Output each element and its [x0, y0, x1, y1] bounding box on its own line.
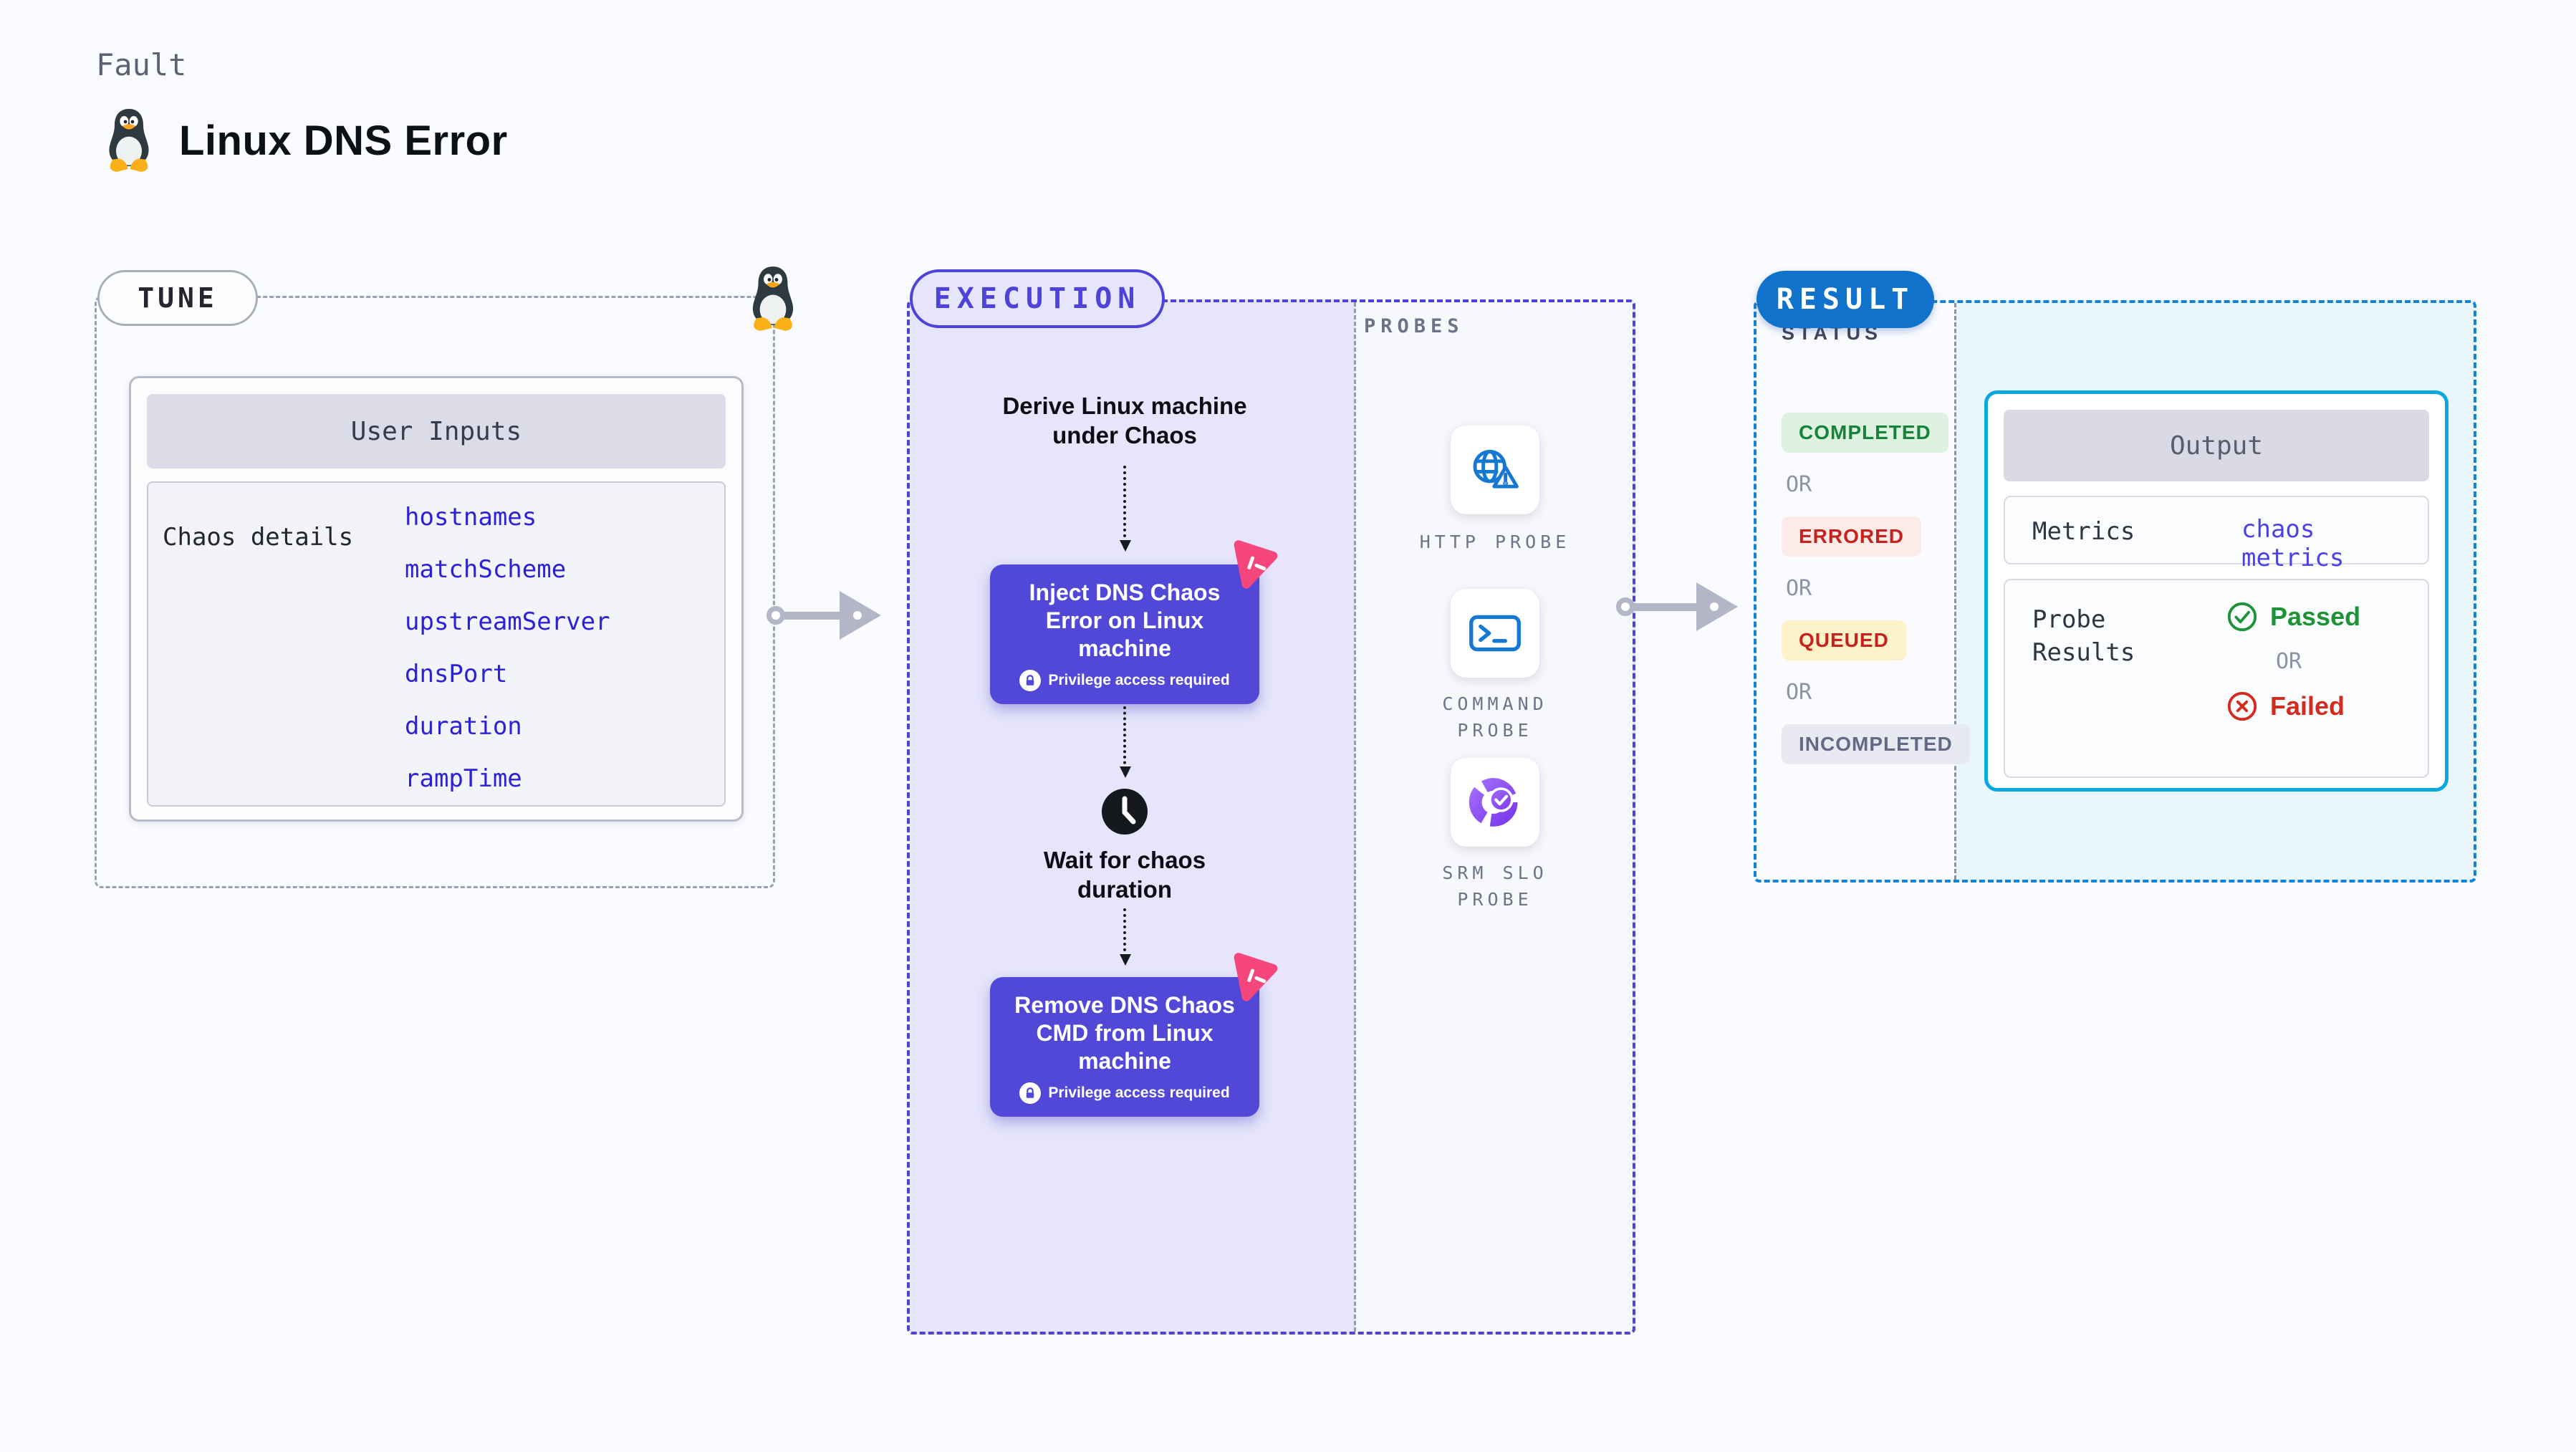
flow-arrow-down-icon — [1120, 466, 1131, 552]
status-badge: COMPLETED — [1782, 413, 1948, 453]
wait-step-text: Wait for chaos duration — [1043, 847, 1206, 903]
http-probe-card — [1451, 425, 1539, 514]
srm-slo-probe-card — [1451, 758, 1539, 847]
passed-verdict: Passed — [2226, 600, 2360, 633]
user-inputs-card: User Inputs Chaos details hostnames matc… — [129, 376, 744, 822]
lock-icon — [1019, 670, 1042, 691]
lock-icon — [1019, 1082, 1042, 1104]
status-list: COMPLETED OR ERRORED OR QUEUED OR INCOMP… — [1782, 413, 1970, 764]
status-badge: ERRORED — [1782, 516, 1922, 557]
chaos-pinwheel-icon — [1234, 953, 1278, 1001]
clock-icon — [1102, 789, 1148, 835]
metrics-row: Metrics chaos metrics — [2004, 496, 2429, 572]
input-value: rampTime — [405, 764, 522, 793]
remove-node-title: Remove DNS Chaos CMD from Linux machine — [1014, 992, 1235, 1074]
privilege-row: Privilege access required — [1003, 1082, 1246, 1104]
output-title: Output — [2004, 410, 2429, 481]
probe-results-label: Probe Results — [2032, 605, 2135, 667]
input-value: dnsPort — [405, 660, 508, 688]
chaos-pinwheel-icon — [1234, 540, 1278, 589]
fault-kicker: Fault — [96, 47, 187, 82]
or-label: OR — [1786, 576, 1812, 601]
terminal-icon — [1469, 615, 1521, 652]
tux-linux-icon — [109, 109, 149, 172]
inject-chaos-node: Inject DNS Chaos Error on Linux machine … — [990, 540, 1278, 704]
globe-alert-icon — [1473, 449, 1519, 489]
or-label: OR — [1786, 472, 1812, 497]
status-output-divider — [1954, 303, 1956, 880]
input-value: hostnames — [405, 503, 537, 532]
result-section-label: RESULT — [1756, 271, 1934, 328]
input-value: upstreamServer — [405, 607, 610, 636]
command-probe-card — [1451, 589, 1539, 678]
x-circle-icon — [2227, 691, 2257, 721]
probe-results-row: Probe Results Passed OR Failed — [2004, 579, 2429, 778]
remove-chaos-node: Remove DNS Chaos CMD from Linux machine … — [990, 953, 1278, 1117]
privilege-note: Privilege access required — [1048, 1085, 1230, 1101]
failed-label: Failed — [2270, 691, 2345, 721]
chaos-details-values: hostnames matchScheme upstreamServer dns… — [405, 503, 610, 793]
input-value: duration — [405, 712, 522, 741]
inject-node-title: Inject DNS Chaos Error on Linux machine — [1029, 580, 1221, 661]
chaos-details-label: Chaos details — [163, 523, 354, 552]
probe-verdicts: Passed OR Failed — [2226, 600, 2360, 723]
passed-label: Passed — [2270, 602, 2361, 631]
tune-to-execution-arrow-icon — [766, 591, 881, 640]
tux-linux-icon — [752, 266, 794, 331]
or-label: OR — [2276, 649, 2302, 674]
tune-section — [95, 296, 775, 888]
flow-arrow-down-icon — [1120, 706, 1131, 778]
command-probe-label: COMMAND PROBE — [1442, 693, 1548, 741]
page-header: Linux DNS Error — [100, 106, 508, 175]
or-label: OR — [1786, 680, 1812, 705]
user-inputs-title: User Inputs — [147, 394, 726, 468]
execution-to-result-arrow-icon — [1616, 582, 1738, 631]
status-badge: INCOMPLETED — [1782, 724, 1970, 764]
srm-slo-probe-label: SRM SLO PROBE — [1442, 862, 1548, 910]
http-probe-label: HTTP PROBE — [1419, 532, 1571, 552]
tune-section-label: TUNE — [97, 270, 258, 326]
status-badge: QUEUED — [1782, 620, 1906, 660]
chaos-details-panel: Chaos details hostnames matchScheme upst… — [147, 481, 726, 807]
metrics-value: chaos metrics — [2241, 515, 2345, 572]
output-card: Output Metrics chaos metrics Probe Resul… — [1984, 390, 2448, 792]
failed-verdict: Failed — [2226, 690, 2360, 723]
probes-divider — [1354, 302, 1356, 1332]
execution-section-label: EXECUTION — [910, 269, 1165, 328]
slo-donut-icon — [1469, 778, 1518, 827]
metrics-label: Metrics — [2032, 517, 2135, 546]
privilege-note: Privilege access required — [1048, 672, 1230, 688]
probes-section-label: PROBES — [1364, 315, 1464, 337]
input-value: matchScheme — [405, 555, 567, 584]
flow-arrow-down-icon — [1120, 908, 1131, 966]
privilege-row: Privilege access required — [1003, 670, 1246, 691]
derive-step-text: Derive Linux machine under Chaos — [1002, 393, 1247, 448]
page-title: Linux DNS Error — [179, 117, 508, 164]
check-circle-icon — [2227, 602, 2257, 632]
